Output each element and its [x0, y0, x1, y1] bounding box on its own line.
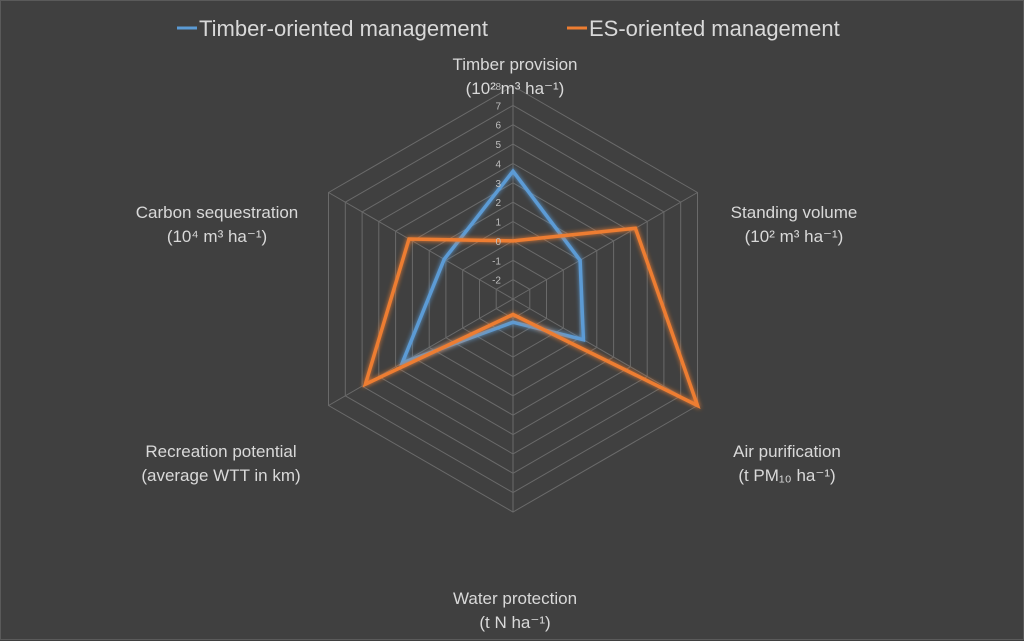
tick-label: 3 — [495, 179, 501, 190]
tick-label: 2 — [495, 198, 501, 209]
axis-label-unit: (t PM₁₀ ha⁻¹) — [738, 466, 835, 485]
axis-label-name: Air purification — [733, 442, 841, 461]
tick-label: 6 — [495, 121, 501, 132]
legend-label-1: ES-oriented management — [589, 16, 840, 41]
spoke-2 — [513, 299, 697, 406]
grid-layer — [329, 86, 698, 512]
tick-label: 1 — [495, 218, 501, 229]
axis-label-unit: (10² m³ ha⁻¹) — [466, 79, 565, 98]
axis-label-unit: (average WTT in km) — [141, 466, 300, 485]
axis-label-name: Timber provision — [452, 55, 577, 74]
axis-label-unit: (10² m³ ha⁻¹) — [745, 227, 844, 246]
tick-label: -2 — [492, 276, 501, 287]
legend: Timber-oriented management ES-oriented ma… — [177, 16, 840, 41]
tick-label: -1 — [492, 256, 501, 267]
axis-label-name: Water protection — [453, 589, 577, 608]
tick-label: 4 — [495, 159, 501, 170]
axis-label-name: Recreation potential — [145, 442, 296, 461]
axis-label-unit: (10⁴ m³ ha⁻¹) — [167, 227, 267, 246]
tick-label: 0 — [495, 237, 501, 248]
axis-label-name: Standing volume — [731, 203, 858, 222]
legend-label-0: Timber-oriented management — [199, 16, 488, 41]
axis-label-name: Carbon sequestration — [136, 203, 299, 222]
axis-label-unit: (t N ha⁻¹) — [479, 613, 550, 632]
tick-label: 5 — [495, 140, 501, 151]
tick-label: 7 — [495, 101, 501, 112]
